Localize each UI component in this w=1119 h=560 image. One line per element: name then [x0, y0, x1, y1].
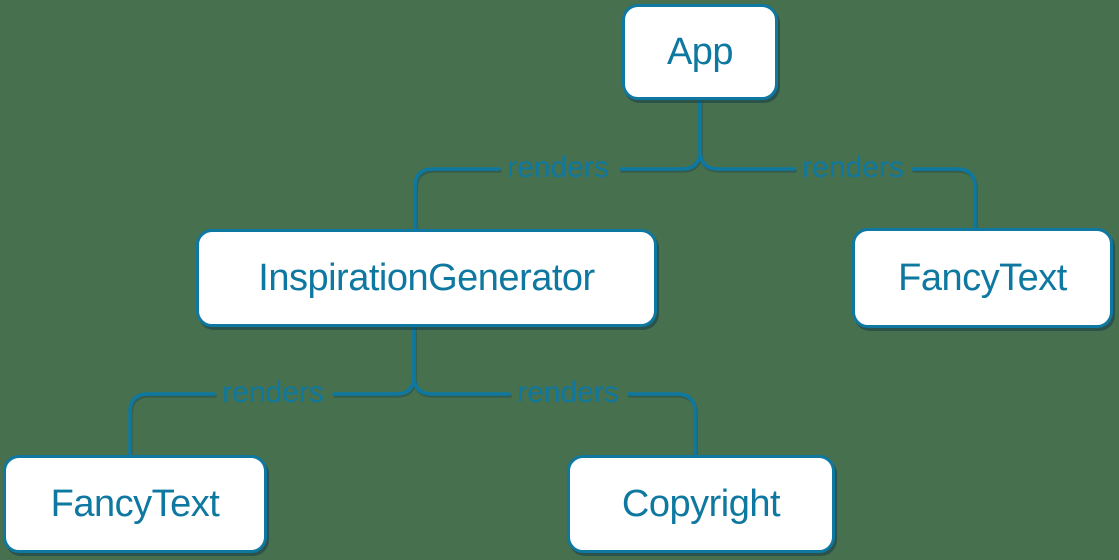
edge-inspirationgenerator-to-copyright: [412, 325, 697, 459]
node-fancytext-top: FancyText: [852, 228, 1113, 328]
edge-label-renders: renders: [517, 376, 619, 409]
node-app-label: App: [666, 31, 734, 73]
node-fancytext-bottom: FancyText: [3, 455, 267, 553]
edge-label-renders: renders: [802, 151, 904, 184]
node-copyright-label: Copyright: [621, 483, 781, 525]
node-inspiration-generator: InspirationGenerator: [196, 229, 657, 327]
edge-app-to-fancytext: [698, 98, 977, 232]
edge-label-renders: renders: [507, 151, 609, 184]
node-app: App: [622, 4, 778, 100]
node-fancytext-bottom-label: FancyText: [50, 483, 220, 525]
node-inspiration-generator-label: InspirationGenerator: [258, 257, 595, 299]
node-fancytext-top-label: FancyText: [898, 257, 1067, 299]
node-copyright: Copyright: [567, 455, 835, 553]
edge-label-renders: renders: [222, 376, 324, 409]
